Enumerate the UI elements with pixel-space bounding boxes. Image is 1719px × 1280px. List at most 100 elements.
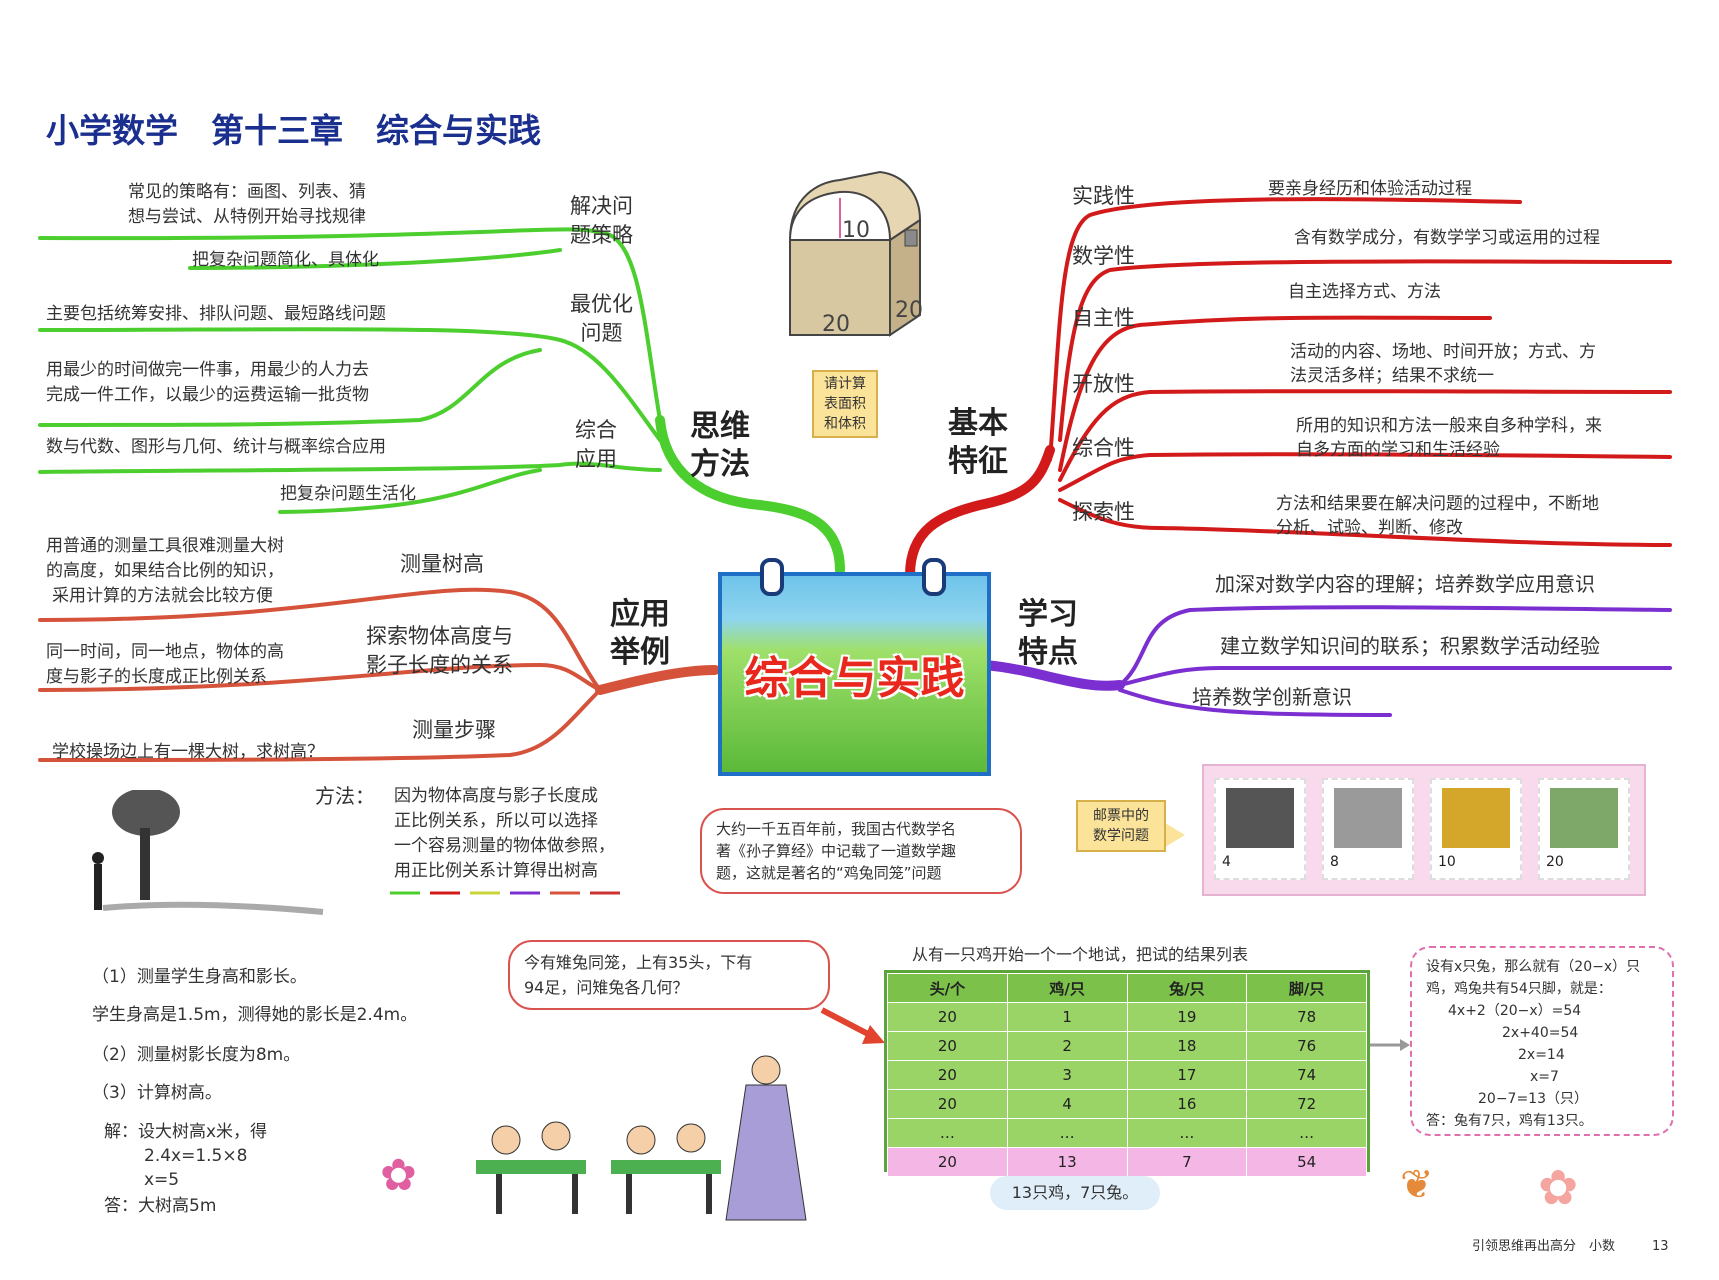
flower-icon: ✿ (380, 1150, 417, 1201)
person-figure (94, 864, 102, 910)
equation-line: 答：兔有7只，鸡有13只。 (1426, 1113, 1593, 1129)
stamp-arrow (1160, 820, 1185, 850)
trial-cell: 13 (1006, 1147, 1128, 1177)
branch-application-label: 应用举例 (610, 597, 670, 670)
solution-2: 2.4x=1.5×8 (144, 1146, 248, 1166)
trial-cell: … (1246, 1118, 1367, 1148)
note-strategy-1: 常见的策略有：画图、列表、猜 (128, 182, 366, 202)
tree-crown (112, 790, 180, 836)
trial-cell: … (887, 1118, 1008, 1148)
stamp-panel: 4 8 10 20 (1202, 764, 1646, 896)
trial-cell: 74 (1246, 1060, 1367, 1090)
trial-header: 脚/只 (1246, 973, 1367, 1003)
box-drawing (789, 170, 922, 337)
trial-cell: … (1006, 1118, 1128, 1148)
thinking-branch-lines (38, 227, 845, 575)
feature-desc-5a: 所用的知识和方法一般来自多种学科，来 (1296, 416, 1602, 436)
trial-cell: 16 (1126, 1089, 1248, 1119)
calendar-ring-right (922, 558, 946, 596)
note-comprehensive-2: 把复杂问题生活化 (280, 484, 416, 504)
step-1-detail: 学生身高是1.5m，测得她的影长是2.4m。 (92, 1005, 418, 1025)
branch-features-label: 基本特征 (948, 406, 1008, 479)
ancient-intro-bubble: 大约一千五百年前，我国古代数学名著《孙子算经》中记载了一道数学趣题，这就是著名的… (700, 808, 1022, 894)
method-line-4: 用正比例关系计算得出树高 (394, 861, 598, 881)
note-strategy-2: 想与尝试、从特例开始寻找规律 (128, 207, 366, 227)
children-illustration (476, 1040, 856, 1225)
page-title: 小学数学 第十三章 综合与实践 (46, 111, 541, 150)
learning-item-3: 培养数学创新意识 (1192, 685, 1352, 709)
feature-name-2: 数学性 (1072, 244, 1135, 268)
stamp-3-image (1442, 788, 1510, 848)
app-note-1a: 用普通的测量工具很难测量大树 (46, 536, 284, 556)
method-line-2: 正比例关系，所以可以选择 (394, 811, 598, 831)
feature-name-3: 自主性 (1072, 306, 1135, 330)
trial-cell: 20 (887, 1002, 1008, 1032)
stamp-tag: 邮票中的数学问题 (1076, 800, 1166, 852)
trial-cell: 76 (1246, 1031, 1367, 1061)
footer-page: 13 (1652, 1239, 1669, 1254)
trial-cell: 18 (1126, 1031, 1248, 1061)
equation-line: 4x+2（20−x）=54 (1448, 1003, 1582, 1019)
leaf-icon: ❦ (1400, 1162, 1434, 1208)
method-line-3: 一个容易测量的物体做参照， (394, 836, 615, 856)
feature-name-5: 综合性 (1072, 436, 1135, 460)
trial-cell: 17 (1126, 1060, 1248, 1090)
stamp-4-image (1550, 788, 1618, 848)
trial-header: 头/个 (887, 973, 1008, 1003)
app-note-1b: 的高度，如果结合比例的知识， (46, 561, 284, 581)
stamp-2: 8 (1322, 778, 1414, 880)
stamp-4: 20 (1538, 778, 1630, 880)
trial-cell: 20 (887, 1031, 1008, 1061)
app-note-3: 学校操场边上有一棵大树，求树高？ (52, 742, 324, 762)
trial-caption: 从有一只鸡开始一个一个地试，把试的结果列表 (912, 945, 1249, 964)
solution-1: 解：设大树高x米，得 (104, 1122, 268, 1142)
feature-desc-4b: 法灵活多样；结果不求统一 (1290, 366, 1494, 386)
stamp-1-image (1226, 788, 1294, 848)
trial-header: 鸡/只 (1006, 973, 1128, 1003)
box-caption: 请计算表面积和体积 (812, 370, 878, 438)
app-sub-steps: 测量步骤 (412, 718, 496, 742)
trial-header-row: 头/个 鸡/只 兔/只 脚/只 (887, 973, 1367, 1003)
tree-trunk (140, 828, 150, 900)
trial-cell: 78 (1246, 1002, 1367, 1032)
trial-cell: 20 (887, 1089, 1008, 1119)
equation-box: 设有x只兔，那么就有（20−x）只 鸡，鸡兔共有54只脚，就是： 4x+2（20… (1410, 946, 1674, 1136)
feature-desc-4a: 活动的内容、场地、时间开放；方式、方 (1290, 342, 1596, 362)
solution-4: 答：大树高5m (104, 1196, 217, 1216)
trial-cell: 54 (1246, 1147, 1367, 1177)
feature-desc-6a: 方法和结果要在解决问题的过程中，不断地 (1276, 494, 1599, 514)
method-label: 方法： (315, 784, 375, 808)
red-arrow (820, 1007, 872, 1038)
note-optimization-3: 完成一件工作，以最少的运费运输一批货物 (46, 385, 369, 405)
trial-cell: 1 (1006, 1002, 1128, 1032)
stamp-1: 4 (1214, 778, 1306, 880)
box-dim-height: 10 (842, 218, 870, 243)
step-2: （2）测量树影长度为8m。 (92, 1045, 301, 1065)
flower-right-icon: ✿ (1538, 1160, 1579, 1216)
trial-row: ………… (887, 1118, 1367, 1148)
thinking-sub-optimization: 最优化问题 (570, 292, 633, 345)
trial-cell: 3 (1006, 1060, 1128, 1090)
trial-cell: 4 (1006, 1089, 1128, 1119)
equation-line: 鸡，鸡兔共有54只脚，就是： (1426, 981, 1612, 997)
center-node: 综合与实践 (718, 558, 991, 776)
method-line-1: 因为物体高度与影子长度成 (394, 786, 598, 806)
feature-name-4: 开放性 (1072, 372, 1135, 396)
equation-line: 20−7=13（只） (1478, 1091, 1588, 1107)
stamp-3: 10 (1430, 778, 1522, 880)
trial-cell: 2 (1006, 1031, 1128, 1061)
step-3: （3）计算树高。 (92, 1083, 222, 1103)
trial-result-cloud: 13只鸡，7只兔。 (990, 1176, 1160, 1210)
app-note-2b: 度与影子的长度成正比例关系 (46, 667, 267, 687)
learning-item-1: 加深对数学内容的理解；培养数学应用意识 (1215, 572, 1595, 596)
app-note-2a: 同一时间，同一地点，物体的高 (46, 642, 284, 662)
learning-item-2: 建立数学知识间的联系；积累数学活动经验 (1220, 634, 1600, 658)
trial-header: 兔/只 (1126, 973, 1248, 1003)
